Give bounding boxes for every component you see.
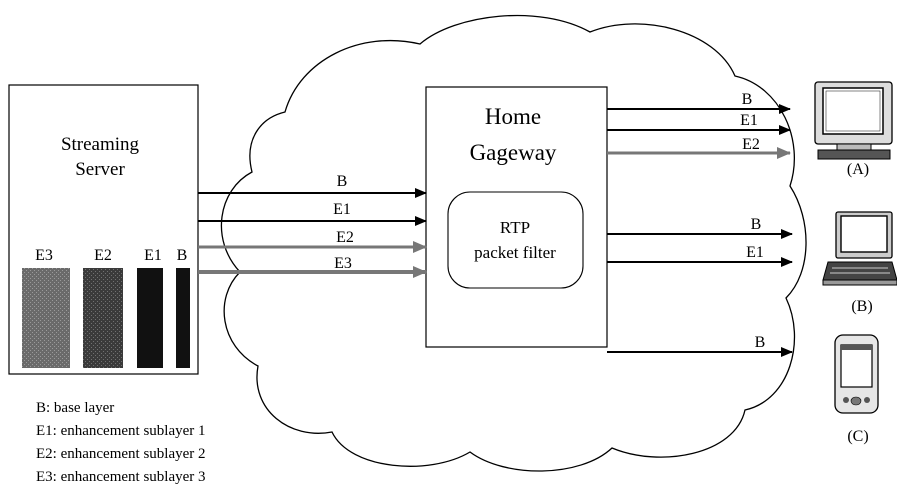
layer-bar-e2: [83, 268, 123, 368]
legend-item-e3: E3: enhancement sublayer 3: [36, 469, 206, 485]
filter-title-line1: RTP: [500, 218, 530, 237]
stream-a-e2-label: E2: [742, 136, 760, 153]
layer-label-b: B: [177, 247, 188, 264]
laptop-icon: [822, 211, 897, 286]
stream-c-b-label: B: [755, 334, 766, 351]
pda-icon: [834, 334, 879, 414]
legend-item-e1: E1: enhancement sublayer 1: [36, 423, 206, 439]
legend-item-e2: E2: enhancement sublayer 2: [36, 446, 206, 462]
rtp-packet-filter-box: [447, 191, 584, 289]
server-title-line2: Server: [75, 159, 125, 180]
layer-bar-e1: [137, 268, 163, 368]
server-title-line1: Streaming: [61, 134, 140, 155]
layer-label-e1: E1: [144, 247, 162, 264]
stream-b-e1-label: E1: [746, 244, 764, 261]
stream-b-b-label: B: [751, 216, 762, 233]
layer-bar-e3: [22, 268, 70, 368]
stream-in-b-label: B: [337, 173, 348, 190]
layer-bar-b: [176, 268, 190, 368]
stream-in-e2-label: E2: [336, 229, 354, 246]
client-b-label: (B): [851, 298, 872, 315]
stream-in-e1-label: E1: [333, 201, 351, 218]
desktop-computer-icon: [814, 81, 893, 160]
gateway-title-line2: Gageway: [470, 140, 557, 165]
stream-a-b-label: B: [742, 91, 753, 108]
stream-a-e1-label: E1: [740, 112, 758, 129]
layer-label-e3: E3: [35, 247, 53, 264]
client-a-label: (A): [847, 161, 869, 178]
layer-label-e2: E2: [94, 247, 112, 264]
stream-in-e3-label: E3: [334, 255, 352, 272]
filter-title-line2: packet filter: [474, 243, 556, 262]
client-c-label: (C): [847, 428, 868, 445]
legend-item-b: B: base layer: [36, 400, 114, 416]
gateway-title-line1: Home: [485, 104, 541, 129]
